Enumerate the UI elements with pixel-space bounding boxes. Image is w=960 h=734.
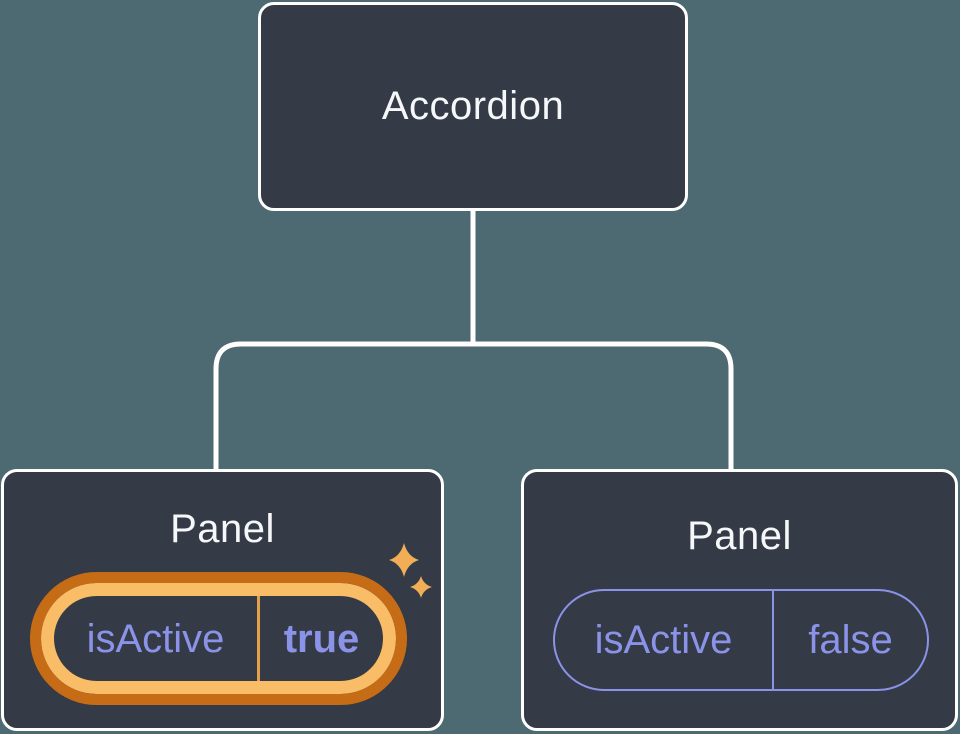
sparkle-large [389,543,419,577]
pill-divider [772,591,774,689]
state-name: isActive [86,616,225,661]
state-pill-inactive: isActive false [553,589,929,691]
state-value: false [808,618,893,662]
sparkle-small [410,576,432,598]
connector-branch [213,341,734,471]
node-panel-active-label: Panel [170,507,275,551]
state-pill-active: isActive true [30,572,407,705]
node-panel-active: Panel isActive true [1,469,444,731]
node-accordion-label: Accordion [381,84,565,128]
state-value: true [283,616,360,661]
sparkle-icon [389,543,432,598]
node-accordion: Accordion [258,2,688,211]
node-panel-inactive-label: Panel [687,514,792,558]
node-panel-inactive: Panel isActive false [521,469,958,731]
pill-divider [257,596,260,681]
state-name: isActive [594,618,733,662]
